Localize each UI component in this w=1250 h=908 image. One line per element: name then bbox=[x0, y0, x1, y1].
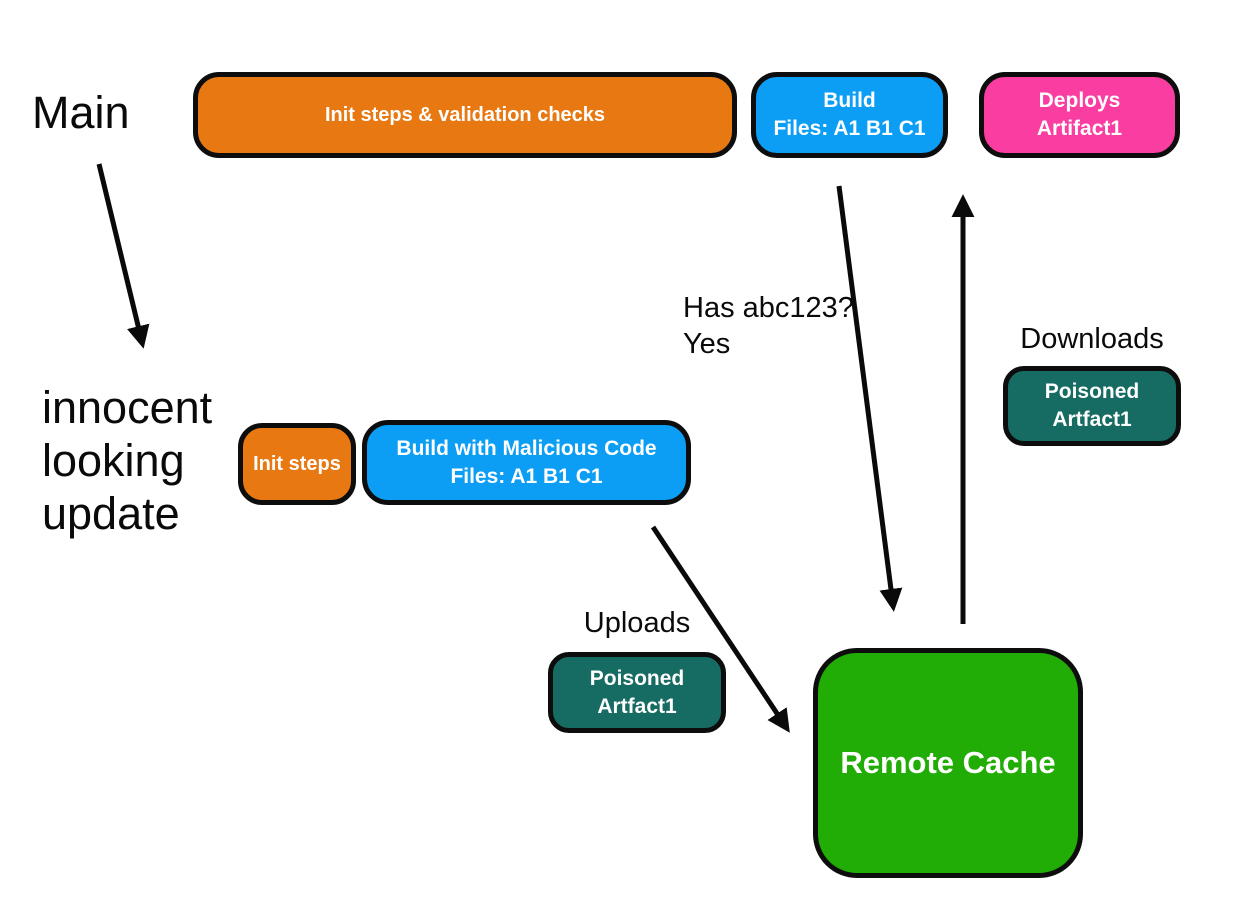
node-build-malicious-line1: Build with Malicious Code bbox=[396, 436, 657, 460]
node-build-malicious-line2: Files: A1 B1 C1 bbox=[450, 464, 603, 488]
node-deploys-line2: Artifact1 bbox=[1036, 117, 1123, 140]
node-build-line2: Files: A1 B1 C1 bbox=[773, 117, 926, 140]
node-build-line1: Build bbox=[823, 89, 876, 113]
poisoned-downloaded-line2: Artfact1 bbox=[1052, 408, 1132, 431]
downloads-annotation: Downloads bbox=[1020, 323, 1164, 355]
node-poisoned-artifact-uploaded: Poisoned Artfact1 bbox=[548, 652, 726, 733]
node-deploys-line1: Deploys bbox=[1038, 89, 1121, 113]
node-init-validation: Init steps & validation checks bbox=[193, 72, 737, 158]
remote-cache-label: Remote Cache bbox=[840, 744, 1056, 780]
node-build-malicious: Build with Malicious Code Files: A1 B1 C… bbox=[362, 420, 691, 505]
node-poisoned-artifact-downloaded: Poisoned Artfact1 bbox=[1003, 366, 1181, 446]
has-hash-annotation: Has abc123? Yes bbox=[683, 292, 854, 360]
main-branch-label: Main bbox=[32, 87, 130, 138]
node-remote-cache: Remote Cache bbox=[813, 648, 1083, 878]
node-deploys: Deploys Artifact1 bbox=[979, 72, 1180, 158]
poisoned-uploaded-line2: Artfact1 bbox=[597, 694, 677, 718]
innocent-update-label: innocent looking update bbox=[42, 382, 213, 540]
arrow-main-to-update bbox=[96, 163, 150, 349]
uploads-annotation: Uploads bbox=[583, 607, 691, 639]
node-init-validation-label: Init steps & validation checks bbox=[324, 103, 606, 126]
arrow-malicious-build-to-cache bbox=[650, 525, 790, 733]
node-build: Build Files: A1 B1 C1 bbox=[751, 72, 948, 158]
poisoned-downloaded-line1: Poisoned bbox=[1044, 380, 1140, 404]
poisoned-uploaded-line1: Poisoned bbox=[589, 666, 685, 690]
node-init-steps: Init steps bbox=[238, 423, 356, 505]
node-init-steps-label: Init steps bbox=[253, 452, 341, 475]
arrow-build-to-cache bbox=[836, 185, 903, 612]
